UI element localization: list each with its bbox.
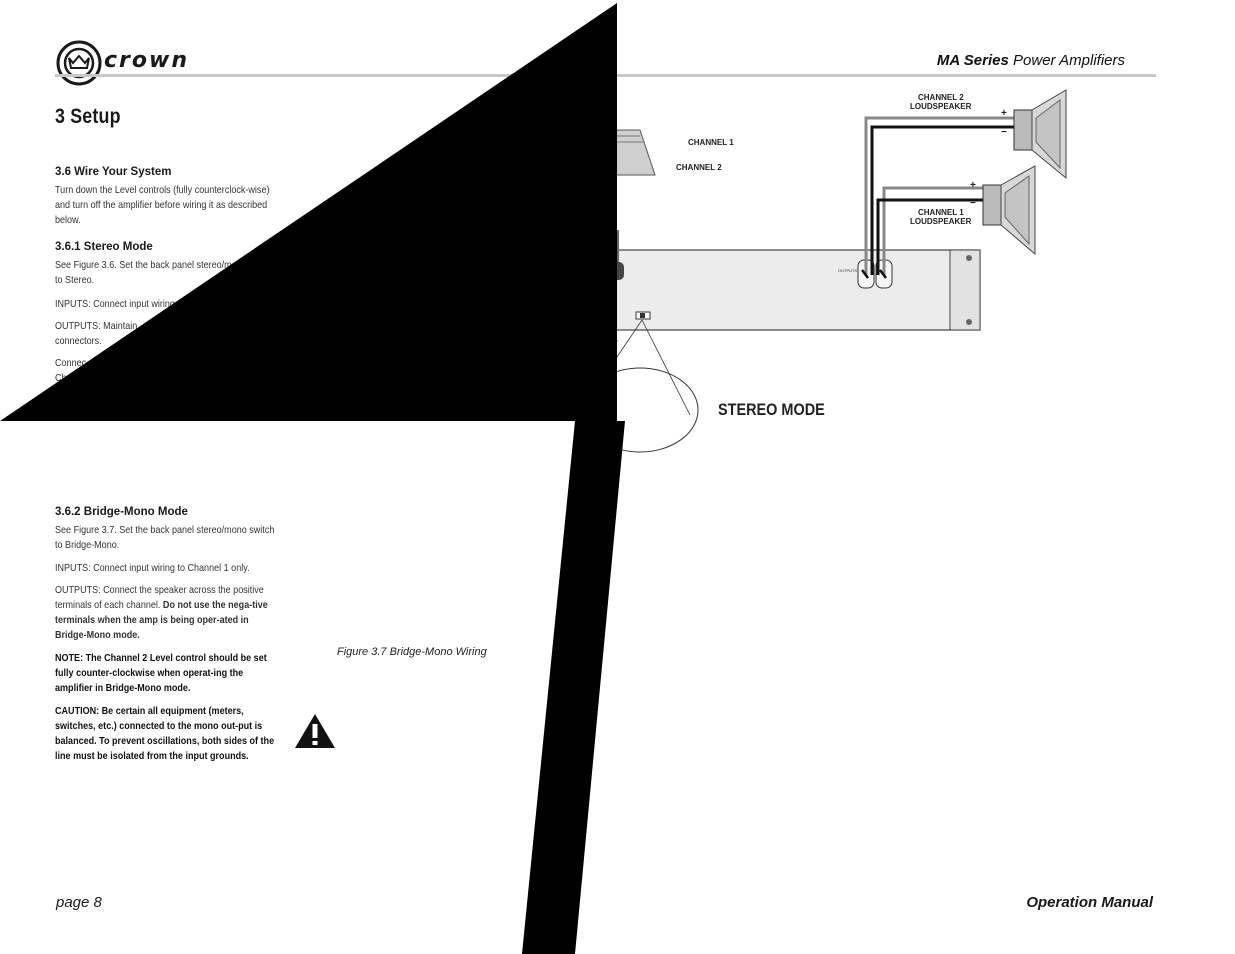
stereo-heading: 3.6.1 Stereo Mode	[55, 241, 153, 253]
series-subtitle: Power Amplifiers	[1013, 52, 1125, 69]
stereo-p3b: connectors.	[55, 335, 102, 347]
page-number: page 8	[56, 894, 102, 911]
ch1-plus: +	[970, 180, 976, 191]
ch1-minus: −	[970, 198, 976, 209]
outputs-label: OUTPUTS	[838, 268, 857, 273]
ch2-speaker-label-2: LOUDSPEAKER	[910, 102, 972, 111]
series-name: MA Series	[936, 52, 1009, 69]
figure-caption: Figure 3.7 Bridge-Mono Wiring	[337, 646, 487, 658]
mode-label: STEREO MODE	[718, 400, 825, 419]
ch1-speaker	[982, 165, 1036, 256]
crown-logo-icon	[56, 40, 102, 86]
ch2-minus: −	[1001, 127, 1007, 138]
channel2-label: CHANNEL 2	[676, 163, 722, 172]
occluding-strip	[522, 421, 625, 954]
stereo-p2: INPUTS: Connect input wiring	[55, 298, 175, 310]
wire-heading: 3.6 Wire Your System	[55, 166, 172, 178]
series-title: MA Series Power Amplifiers	[937, 52, 1125, 69]
amplifier-panel	[584, 249, 981, 331]
bridge-p3: OUTPUTS: Connect the speaker across the …	[55, 583, 280, 643]
bridge-caution: CAUTION: Be certain all equipment (meter…	[55, 705, 275, 762]
rack-ear	[949, 249, 981, 331]
stereo-p4b: Ch	[55, 372, 67, 384]
ch2-plus: +	[1001, 108, 1007, 119]
bridge-p1: See Figure 3.7. Set the back panel stere…	[55, 524, 275, 551]
ch2-speaker	[1013, 89, 1067, 180]
stereo-p3: OUTPUTS: Maintain	[55, 320, 138, 332]
ch2-speaker-label-1: CHANNEL 2	[918, 93, 964, 102]
section-title: 3 Setup	[55, 105, 121, 128]
wire-intro: Turn down the Level controls (fully coun…	[55, 184, 270, 226]
bridge-p2: INPUTS: Connect input wiring to Channel …	[55, 562, 250, 574]
ch1-speaker-label-2: LOUDSPEAKER	[910, 217, 972, 226]
occluding-triangle	[0, 3, 617, 421]
channel1-label: CHANNEL 1	[688, 138, 734, 147]
bridge-p3-plain: OUTPUTS: Connect the speaker across the …	[55, 584, 264, 611]
warning-icon	[295, 714, 335, 748]
stereo-p4: Connec	[55, 357, 87, 369]
bridge-heading: 3.6.2 Bridge-Mono Mode	[55, 506, 188, 518]
ch1-speaker-label-1: CHANNEL 1	[918, 208, 964, 217]
stereo-p1: See Figure 3.6. Set the back panel stere…	[55, 259, 275, 286]
bridge-note: NOTE: The Channel 2 Level control should…	[55, 652, 267, 694]
manual-title: Operation Manual	[1026, 894, 1153, 911]
logo-wordmark: crown	[104, 48, 189, 73]
bridge-p3-bold: Do not use the nega-tive terminals when …	[55, 599, 268, 641]
